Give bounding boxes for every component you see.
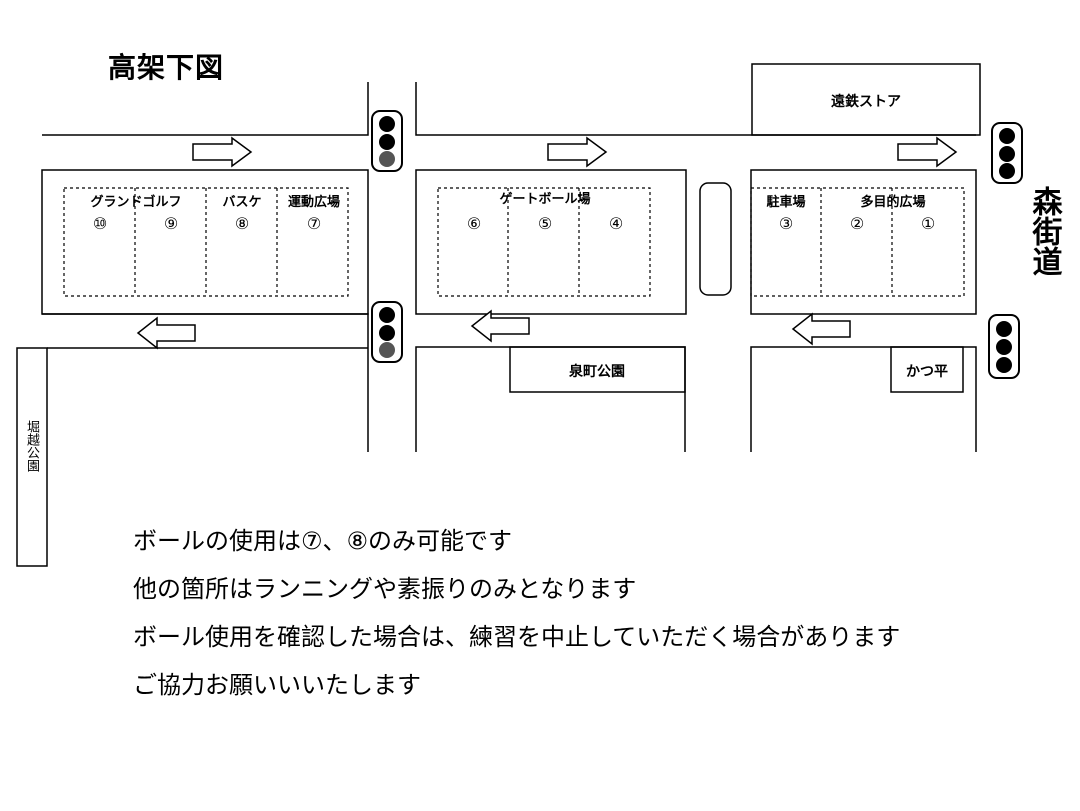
zone-gateball-label: ゲートボール場 <box>499 192 591 207</box>
court-number: ⑤ <box>537 214 553 233</box>
court-number: ② <box>849 214 865 233</box>
under-track-block-west <box>41 169 369 315</box>
entetsu-store-label: 遠鉄ストア <box>831 94 901 110</box>
zone-ground-golf-label: グランドゴルフ <box>90 195 182 210</box>
under-track-block-mid <box>415 169 687 315</box>
road-north-edge-west <box>42 82 369 136</box>
road-name-label: 森街道 <box>1026 186 1062 276</box>
traffic-light-1 <box>371 110 403 172</box>
izumicho-park-building <box>509 346 686 393</box>
zone-exercise-plaza-label: 運動広場 <box>287 195 341 210</box>
zone-multipurpose-label: 多目的広場 <box>860 195 926 210</box>
note-line: ご協力お願いいいたします <box>133 671 421 699</box>
pillar <box>699 182 732 296</box>
arrow-west-1 <box>136 316 196 350</box>
note-line: 他の箇所はランニングや素振りのみとなります <box>133 575 637 603</box>
entetsu-store-building <box>751 63 981 136</box>
arrow-east-1 <box>192 136 253 168</box>
traffic-light-2 <box>371 301 403 363</box>
katsuhei-label: かつ平 <box>906 364 948 380</box>
court-number: ③ <box>778 214 794 233</box>
notes-block: ボールの使用は⑦、⑧のみ可能です 他の箇所はランニングや素振りのみとなります ボ… <box>133 522 900 714</box>
court-area-east <box>750 187 965 297</box>
horikoshi-park-building <box>16 347 48 567</box>
court-number: ⑧ <box>234 214 250 233</box>
road-south-edge-mid <box>415 346 686 452</box>
road-south-edge-east <box>750 346 977 452</box>
court-area-west <box>63 187 349 297</box>
arrow-east-3 <box>897 136 958 168</box>
zone-basketball-label: バスケ <box>222 195 262 210</box>
court-number: ⑩ <box>92 214 108 233</box>
traffic-light-3 <box>991 122 1023 184</box>
court-number: ① <box>920 214 936 233</box>
arrow-west-2 <box>470 309 530 343</box>
horikoshi-park-label: 堀越公園 <box>24 420 39 472</box>
izumicho-park-label: 泉町公園 <box>569 364 625 380</box>
katsuhei-building <box>890 346 964 393</box>
road-south-edge-west <box>42 313 369 452</box>
map-title: 高架下図 <box>108 51 225 84</box>
court-area-mid <box>437 187 651 297</box>
note-line: ボール使用を確認した場合は、練習を中止していただく場合があります <box>133 623 901 651</box>
court-number: ⑦ <box>306 214 322 233</box>
arrow-west-3 <box>791 312 851 346</box>
court-number: ⑥ <box>466 214 482 233</box>
zone-parking-label: 駐車場 <box>766 195 806 210</box>
traffic-light-4 <box>988 314 1020 379</box>
court-number: ⑨ <box>163 214 179 233</box>
arrow-east-2 <box>547 136 608 168</box>
court-number: ④ <box>608 214 624 233</box>
note-line: ボールの使用は⑦、⑧のみ可能です <box>133 527 513 555</box>
